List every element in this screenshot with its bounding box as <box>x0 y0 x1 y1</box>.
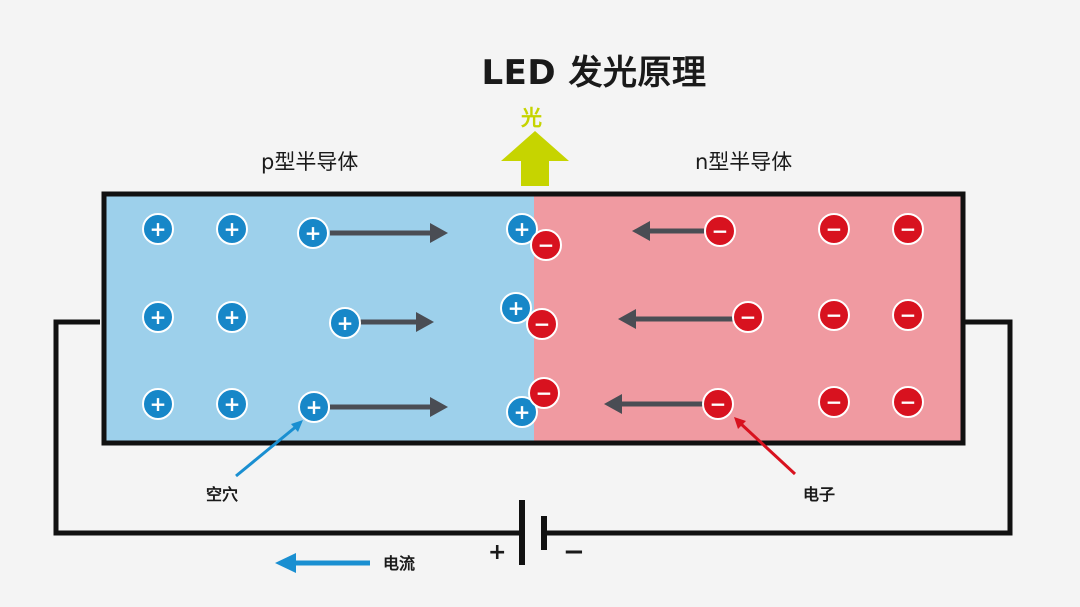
battery-negative-label: − <box>563 537 585 567</box>
electron-particle: − <box>818 213 850 245</box>
motion-arrow-head <box>416 312 434 332</box>
motion-arrow-head <box>430 223 448 243</box>
electron-symbol: − <box>900 390 917 414</box>
electron-particle: − <box>530 229 562 261</box>
hole-symbol: + <box>224 305 241 329</box>
electron-symbol: − <box>710 392 727 416</box>
motion-arrow-head <box>430 397 448 417</box>
electron-particle: − <box>528 377 560 409</box>
hole-particle: + <box>298 391 330 423</box>
hole-particle: + <box>329 307 361 339</box>
hole-pointer-line <box>235 423 299 478</box>
electron-symbol: − <box>826 390 843 414</box>
electron-particle: − <box>818 299 850 331</box>
semiconductor-frame <box>101 191 966 446</box>
current-label: 电流 <box>383 554 416 573</box>
hole-symbol: + <box>150 305 167 329</box>
hole-symbol: + <box>337 311 354 335</box>
electron-particle: − <box>818 386 850 418</box>
hole-symbol: + <box>224 217 241 241</box>
motion-arrow-head <box>632 221 650 241</box>
particles: ++++++++++++−−−−−−−−−−−− <box>142 213 924 428</box>
current-arrow-head <box>275 553 296 573</box>
electron-symbol: − <box>534 312 551 336</box>
electron-label: 电子 <box>803 485 836 504</box>
electron-symbol: − <box>538 233 555 257</box>
electron-pointer-line <box>738 421 797 476</box>
hole-particle: + <box>216 213 248 245</box>
motion-arrow-head <box>618 309 636 329</box>
battery-positive-label: + <box>488 540 507 565</box>
hole-symbol: + <box>508 296 525 320</box>
electron-particle: − <box>732 301 764 333</box>
hole-symbol: + <box>514 400 531 424</box>
electron-symbol: − <box>712 219 729 243</box>
electron-symbol: − <box>826 303 843 327</box>
electron-particle: − <box>892 386 924 418</box>
hole-symbol: + <box>305 221 322 245</box>
hole-symbol: + <box>150 392 167 416</box>
page-title: LED 发光原理 <box>481 53 707 93</box>
motion-arrows <box>330 221 734 417</box>
hole-particle: + <box>142 388 174 420</box>
circuit-wire <box>53 319 520 536</box>
hole-particle: + <box>142 213 174 245</box>
electron-particle: − <box>892 213 924 245</box>
electron-particle: − <box>526 308 558 340</box>
electron-symbol: − <box>900 303 917 327</box>
circuit-wire-right <box>544 319 1013 536</box>
hole-symbol: + <box>306 395 323 419</box>
hole-particle: + <box>142 301 174 333</box>
hole-particle: + <box>297 217 329 249</box>
electron-symbol: − <box>900 217 917 241</box>
hole-pointer-head <box>291 420 303 432</box>
p-type-label: p型半导体 <box>261 150 359 174</box>
electron-particle: − <box>704 215 736 247</box>
electron-symbol: − <box>826 217 843 241</box>
hole-particle: + <box>506 213 538 245</box>
electron-symbol: − <box>536 381 553 405</box>
hole-label: 空穴 <box>206 485 239 504</box>
hole-particle: + <box>500 292 532 324</box>
n-type-label: n型半导体 <box>695 150 793 174</box>
hole-symbol: + <box>150 217 167 241</box>
hole-symbol: + <box>224 392 241 416</box>
hole-particle: + <box>216 388 248 420</box>
electron-symbol: − <box>740 305 757 329</box>
light-label: 光 <box>521 106 542 130</box>
electron-pointer-head <box>734 417 746 429</box>
electron-particle: − <box>702 388 734 420</box>
hole-symbol: + <box>514 217 531 241</box>
hole-particle: + <box>216 301 248 333</box>
electron-particle: − <box>892 299 924 331</box>
hole-particle: + <box>506 396 538 428</box>
light-arrow <box>501 131 569 186</box>
motion-arrow-head <box>604 394 622 414</box>
